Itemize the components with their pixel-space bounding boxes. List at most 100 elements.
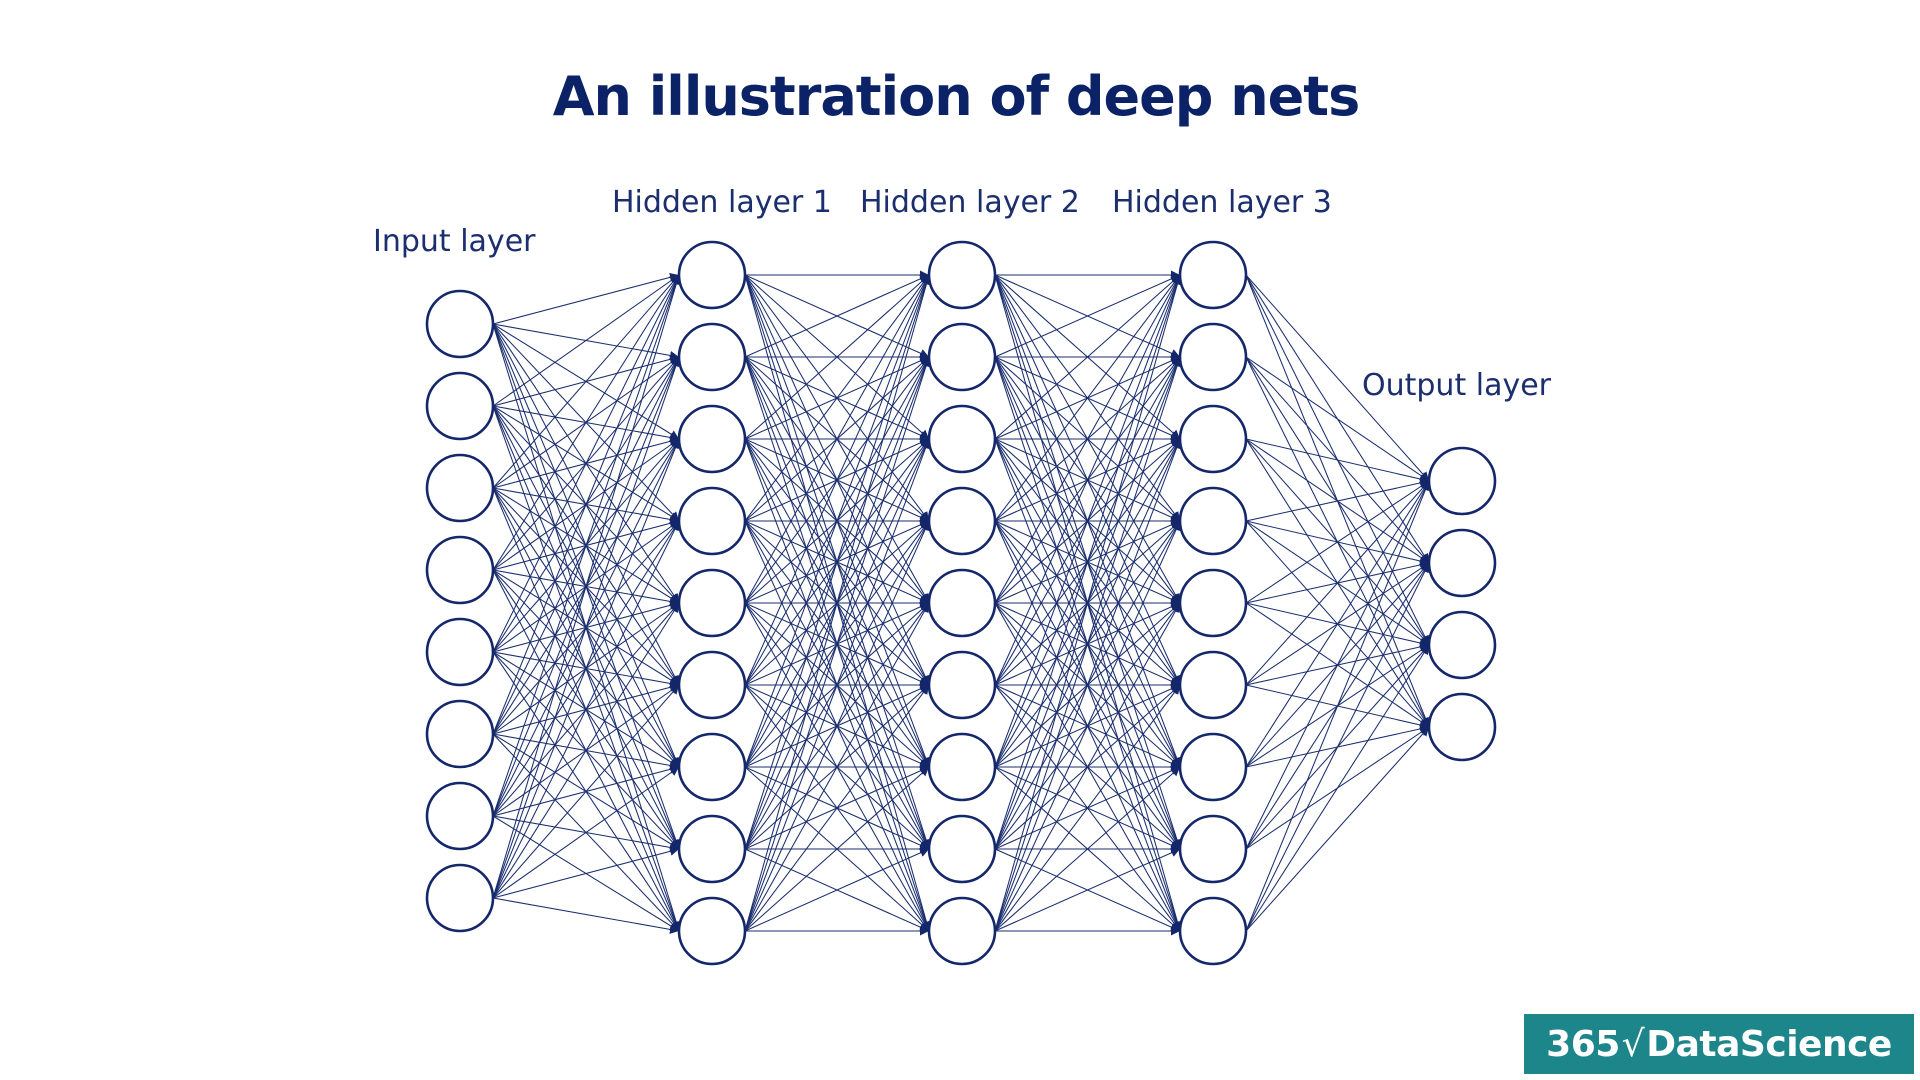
connection-hidden-layer-1-9-to-hidden-layer-2-6 [744, 684, 930, 932]
connection-hidden-layer-2-9-to-hidden-layer-3-1 [994, 274, 1182, 932]
output-layer-node-3 [1427, 610, 1497, 680]
hidden-layer-3-node-1 [1178, 240, 1248, 310]
hidden-layer-3-node-4 [1178, 486, 1248, 556]
connection-input-layer-8-to-hidden-layer-1-8 [492, 846, 680, 899]
connection-hidden-layer-2-6-to-hidden-layer-3-1 [994, 274, 1181, 686]
hidden-layer-2-node-3 [927, 404, 997, 474]
connection-input-layer-7-to-hidden-layer-1-1 [492, 274, 681, 817]
hidden-layer-2-node-9 [927, 896, 997, 966]
connection-hidden-layer-1-7-to-hidden-layer-2-1 [744, 274, 931, 768]
hidden-layer-3-node-9 [1178, 896, 1248, 966]
connection-hidden-layer-1-9-to-hidden-layer-2-4 [744, 520, 930, 932]
connection-hidden-layer-3-9-to-output-layer-4 [1245, 726, 1430, 932]
connection-hidden-layer-1-9-to-hidden-layer-2-3 [744, 438, 931, 932]
hidden-layer-1-node-1 [677, 240, 747, 310]
input-layer-label: Input layer [373, 224, 536, 259]
connection-input-layer-4-to-hidden-layer-1-1 [492, 274, 680, 571]
connection-hidden-layer-3-8-to-output-layer-1 [1245, 480, 1430, 850]
hidden-layer-1-node-8 [677, 814, 747, 884]
hidden-layer-1-label: Hidden layer 1 [612, 185, 832, 220]
connection-hidden-layer-1-2-to-hidden-layer-2-1 [744, 274, 930, 358]
connection-hidden-layer-2-9-to-hidden-layer-3-4 [994, 520, 1181, 932]
hidden-layer-2-node-1 [927, 240, 997, 310]
connection-input-layer-3-to-hidden-layer-1-1 [492, 274, 680, 489]
input-layer-node-3 [425, 453, 495, 523]
hidden-layer-1-node-5 [677, 568, 747, 638]
connection-hidden-layer-1-4-to-hidden-layer-2-1 [744, 274, 930, 522]
hidden-layer-1-node-2 [677, 322, 747, 392]
logo-sqrt-symbol: √ [1621, 1023, 1645, 1065]
hidden-layer-2-label: Hidden layer 2 [860, 185, 1080, 220]
connection-input-layer-2-to-hidden-layer-1-1 [492, 274, 680, 407]
connection-input-layer-8-to-hidden-layer-1-5 [492, 602, 680, 899]
hidden-layer-2-node-7 [927, 732, 997, 802]
hidden-layer-2-node-5 [927, 568, 997, 638]
hidden-layer-3-node-3 [1178, 404, 1248, 474]
connection-hidden-layer-3-2-to-output-layer-1 [1245, 356, 1430, 482]
connection-hidden-layer-2-9-to-hidden-layer-3-3 [994, 438, 1182, 932]
logo-text: DataScience [1646, 1023, 1892, 1065]
connection-hidden-layer-2-9-to-hidden-layer-3-5 [994, 602, 1181, 932]
connection-hidden-layer-3-9-to-output-layer-2 [1245, 562, 1430, 932]
connection-hidden-layer-1-5-to-hidden-layer-2-1 [744, 274, 930, 604]
connection-hidden-layer-1-9-to-hidden-layer-2-1 [744, 274, 931, 932]
connection-input-layer-8-to-hidden-layer-1-9 [492, 897, 680, 934]
connection-input-layer-1-to-hidden-layer-1-1 [492, 272, 680, 325]
connection-hidden-layer-3-3-to-output-layer-1 [1245, 438, 1430, 484]
logo-number: 365 [1546, 1023, 1620, 1065]
connection-input-layer-5-to-hidden-layer-1-1 [492, 274, 680, 653]
connection-input-layer-8-to-hidden-layer-1-2 [492, 356, 681, 899]
hidden-layer-1-node-9 [677, 896, 747, 966]
connection-hidden-layer-3-4-to-output-layer-1 [1245, 478, 1430, 522]
connection-hidden-layer-2-9-to-hidden-layer-3-6 [994, 684, 1181, 932]
connection-hidden-layer-2-9-to-hidden-layer-3-2 [994, 356, 1182, 932]
diagram-title: An illustration of deep nets [553, 65, 1359, 128]
connection-hidden-layer-1-3-to-hidden-layer-2-1 [744, 274, 930, 440]
connection-input-layer-8-to-hidden-layer-1-6 [492, 684, 680, 899]
brand-logo: 365 √ DataScience [1524, 1014, 1914, 1074]
connection-hidden-layer-3-1-to-output-layer-1 [1245, 274, 1430, 482]
connection-hidden-layer-2-3-to-hidden-layer-3-1 [994, 274, 1181, 440]
connection-hidden-layer-1-9-to-hidden-layer-2-8 [744, 848, 930, 932]
connection-hidden-layer-3-9-to-output-layer-1 [1245, 480, 1430, 932]
hidden-layer-3-node-2 [1178, 322, 1248, 392]
connection-input-layer-6-to-hidden-layer-1-1 [492, 274, 680, 735]
connection-hidden-layer-1-9-to-hidden-layer-2-7 [744, 766, 930, 932]
connection-hidden-layer-1-9-to-hidden-layer-2-2 [744, 356, 931, 932]
connection-hidden-layer-3-9-to-output-layer-3 [1245, 644, 1430, 932]
output-layer-label: Output layer [1362, 368, 1552, 403]
output-layer-node-4 [1427, 692, 1497, 762]
hidden-layer-3-node-8 [1178, 814, 1248, 884]
connection-hidden-layer-3-7-to-output-layer-1 [1245, 480, 1430, 768]
hidden-layer-2-node-6 [927, 650, 997, 720]
connection-hidden-layer-2-7-to-hidden-layer-3-1 [994, 274, 1182, 768]
connection-input-layer-8-to-hidden-layer-1-7 [492, 766, 680, 899]
output-layer-node-1 [1427, 446, 1497, 516]
input-layer-node-4 [425, 535, 495, 605]
connection-hidden-layer-2-9-to-hidden-layer-3-7 [994, 766, 1181, 932]
connection-input-layer-8-to-hidden-layer-1-1 [492, 274, 681, 899]
hidden-layer-3-node-7 [1178, 732, 1248, 802]
hidden-layer-3-node-6 [1178, 650, 1248, 720]
connections-group [492, 270, 1430, 936]
connection-hidden-layer-3-6-to-output-layer-1 [1245, 480, 1430, 686]
connection-hidden-layer-1-6-to-hidden-layer-2-1 [744, 274, 930, 686]
input-layer-node-8 [425, 863, 495, 933]
input-layer-node-1 [425, 289, 495, 359]
connection-input-layer-8-to-hidden-layer-1-4 [492, 520, 680, 899]
connection-hidden-layer-2-9-to-hidden-layer-3-8 [994, 848, 1181, 932]
connection-hidden-layer-3-5-to-output-layer-1 [1245, 480, 1430, 604]
input-layer-node-6 [425, 699, 495, 769]
hidden-layer-1-node-6 [677, 650, 747, 720]
input-layer-node-2 [425, 371, 495, 441]
output-layer-node-2 [1427, 528, 1497, 598]
connection-input-layer-8-to-hidden-layer-1-3 [492, 438, 680, 899]
hidden-layer-2-node-8 [927, 814, 997, 884]
connection-hidden-layer-1-8-to-hidden-layer-2-1 [744, 274, 931, 850]
input-layer-node-5 [425, 617, 495, 687]
hidden-layer-3-label: Hidden layer 3 [1112, 185, 1332, 220]
hidden-layer-1-node-4 [677, 486, 747, 556]
connection-hidden-layer-2-4-to-hidden-layer-3-1 [994, 274, 1181, 522]
connection-hidden-layer-2-5-to-hidden-layer-3-1 [994, 274, 1181, 604]
